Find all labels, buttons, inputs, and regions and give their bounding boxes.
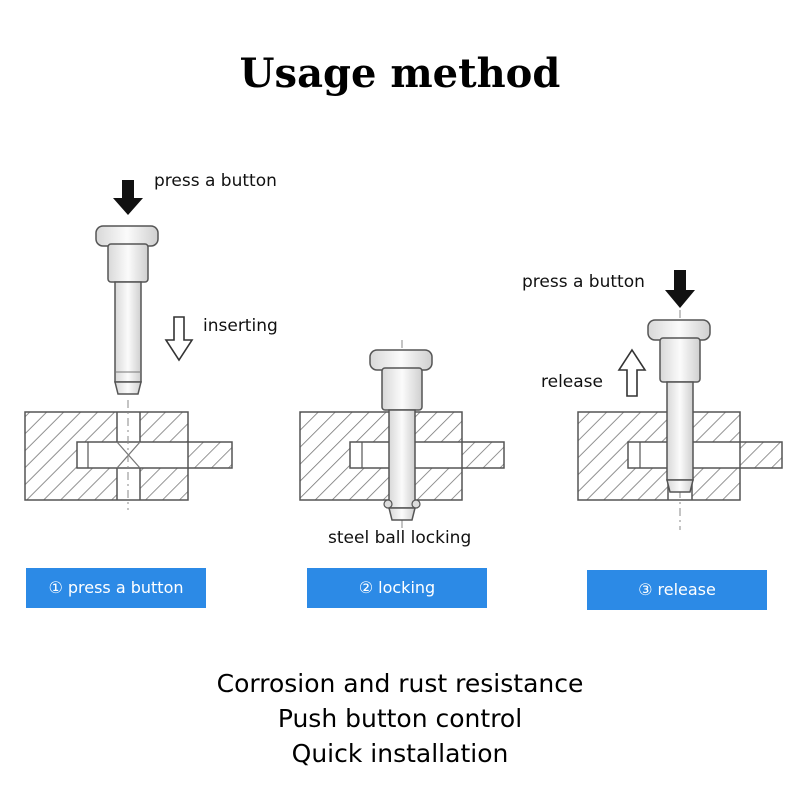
pin-2 bbox=[369, 349, 433, 521]
step-number-2: ② bbox=[358, 578, 374, 597]
panel-press-button: press a button inserting bbox=[24, 171, 278, 510]
press-arrow-down-icon bbox=[665, 270, 695, 308]
feature-item: Corrosion and rust resistance bbox=[216, 669, 584, 698]
step-label-1: press a button bbox=[67, 578, 184, 597]
hatched-block-1 bbox=[24, 411, 233, 501]
pin-3 bbox=[647, 319, 711, 493]
panel-locking: steel ball locking bbox=[299, 340, 505, 548]
press-arrow-down-icon bbox=[113, 180, 143, 215]
label-press-button-1: press a button bbox=[154, 171, 277, 191]
steel-ball-left bbox=[383, 499, 393, 509]
label-inserting: inserting bbox=[203, 316, 278, 336]
slot-1 bbox=[76, 441, 189, 469]
label-steel-ball-locking: steel ball locking bbox=[328, 528, 471, 548]
step-number-1: ① bbox=[48, 578, 63, 597]
panel-release: press a button release bbox=[522, 270, 783, 530]
inserting-arrow-icon bbox=[164, 316, 194, 362]
pin-1 bbox=[95, 225, 159, 395]
feature-list: Corrosion and rust resistance Push butto… bbox=[0, 666, 800, 771]
label-release: release bbox=[541, 372, 603, 392]
step-number-3: ③ bbox=[638, 580, 653, 599]
label-press-button-3: press a button bbox=[522, 272, 645, 292]
steel-ball-right bbox=[411, 499, 421, 509]
step-label-2: locking bbox=[378, 578, 436, 597]
feature-item: Push button control bbox=[277, 704, 523, 733]
page-title: Usage method bbox=[239, 50, 561, 97]
release-arrow-up-icon bbox=[617, 348, 647, 397]
feature-item: Quick installation bbox=[291, 739, 509, 768]
step-label-3: release bbox=[657, 580, 716, 599]
